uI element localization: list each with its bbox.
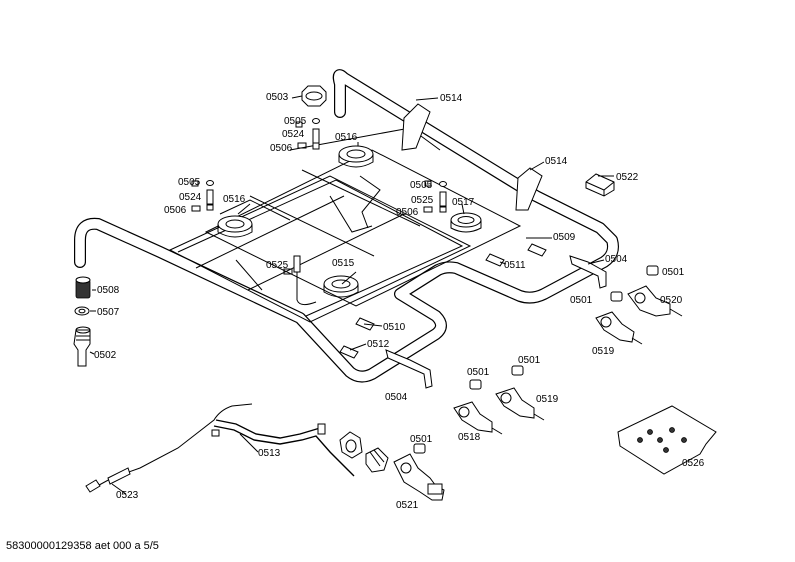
label-0518: 0518 <box>458 432 481 443</box>
bracket-0514-top <box>401 103 431 151</box>
bracket-0504-lower <box>385 349 433 389</box>
label-0520: 0520 <box>660 295 683 306</box>
label-0505-right: 0505 <box>410 180 433 191</box>
label-0516-left: 0516 <box>223 194 246 205</box>
label-0505-left: 0505 <box>178 177 201 188</box>
injector-0511 <box>485 253 505 267</box>
label-0507: 0507 <box>97 307 120 318</box>
label-0513: 0513 <box>258 448 281 459</box>
label-0512: 0512 <box>367 339 390 350</box>
label-0521: 0521 <box>396 500 419 511</box>
label-0524-left: 0524 <box>179 192 202 203</box>
bracket-0514-right <box>515 167 543 211</box>
label-0510: 0510 <box>383 322 406 333</box>
label-0523: 0523 <box>116 490 139 501</box>
label-0514-top: 0514 <box>440 93 463 104</box>
thermocouple-0525-lower <box>293 255 317 306</box>
label-0517: 0517 <box>452 197 475 208</box>
label-0514-right: 0514 <box>545 156 568 167</box>
label-0516-top: 0516 <box>335 132 358 143</box>
label-0506-top: 0506 <box>270 143 293 154</box>
label-0505-top: 0505 <box>284 116 307 127</box>
label-0501-b: 0501 <box>570 295 593 306</box>
ignition-module-0522 <box>585 173 615 197</box>
inlet-0508 <box>75 276 91 299</box>
part-labels: 0503 0514 0505 0524 0516 0506 0514 0522 … <box>94 92 705 511</box>
label-0519-lower: 0519 <box>536 394 559 405</box>
label-0519-right: 0519 <box>592 346 615 357</box>
thermocouple-group-top <box>312 118 320 150</box>
label-0525-lower: 0525 <box>266 260 289 271</box>
injector-0512 <box>339 345 359 359</box>
label-0515: 0515 <box>332 258 355 269</box>
burner-0517 <box>450 212 482 233</box>
coupling-fitting <box>365 447 389 473</box>
valve-body-0521 <box>393 453 445 501</box>
gas-tube-frame <box>74 69 619 383</box>
pipe-0513 <box>211 419 355 477</box>
valve-0520 <box>627 285 683 317</box>
label-0526: 0526 <box>682 458 705 469</box>
nut-fitting <box>339 431 363 459</box>
label-0501-e: 0501 <box>410 434 433 445</box>
label-0509: 0509 <box>553 232 576 243</box>
inlet-fitting-0502 <box>73 326 91 367</box>
valve-0519-right <box>595 311 643 345</box>
label-0508: 0508 <box>97 285 120 296</box>
label-0501-d: 0501 <box>518 355 541 366</box>
label-0506-right: 0506 <box>396 207 419 218</box>
thermocouple-0523 <box>85 403 253 493</box>
leader-lines <box>89 95 614 495</box>
injector-0509 <box>527 243 547 257</box>
label-0522: 0522 <box>616 172 639 183</box>
support-frame <box>168 127 522 323</box>
label-0504-right: 0504 <box>605 254 628 265</box>
washer-0507 <box>74 306 90 316</box>
burner-0516-left <box>217 215 253 238</box>
burner-0515 <box>323 275 359 298</box>
parts-bag-0526 <box>617 405 717 475</box>
thermocouple-group-left <box>206 180 214 211</box>
burner-0516-top <box>338 145 374 168</box>
nut-0503 <box>301 85 327 107</box>
document-id-footer: 58300000129358 aet 000 a 5/5 <box>6 540 159 552</box>
washers-0501 <box>413 265 659 454</box>
label-0504-lower: 0504 <box>385 392 408 403</box>
label-0525-right: 0525 <box>411 195 434 206</box>
label-0511: 0511 <box>504 260 526 271</box>
label-0506-left: 0506 <box>164 205 187 216</box>
valve-0519-lower <box>495 387 545 421</box>
valve-0518 <box>453 401 503 435</box>
label-0501-c: 0501 <box>467 367 490 378</box>
ignition-box-icons <box>191 121 433 275</box>
label-0502: 0502 <box>94 350 117 361</box>
label-0524-top: 0524 <box>282 129 305 140</box>
label-0503: 0503 <box>266 92 289 103</box>
thermocouple-group-right <box>439 181 447 213</box>
label-0501-a: 0501 <box>662 267 685 278</box>
